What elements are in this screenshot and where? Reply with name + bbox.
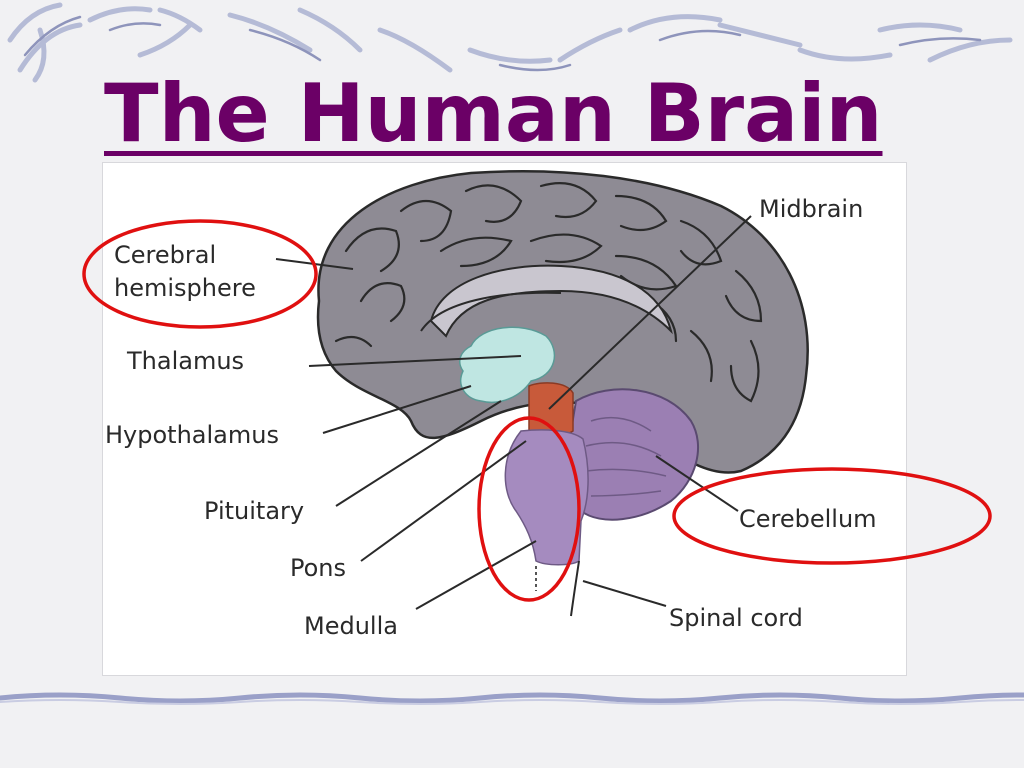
brain-diagram: Cerebral hemisphere Thalamus Hypothalamu… — [105, 170, 877, 640]
cerebrum-shape — [316, 170, 809, 474]
label-cerebellum: Cerebellum — [739, 505, 877, 533]
label-medulla: Medulla — [304, 612, 398, 640]
brain-diagram-panel: Cerebral hemisphere Thalamus Hypothalamu… — [102, 162, 907, 676]
label-thalamus: Thalamus — [126, 347, 244, 375]
label-pons: Pons — [290, 554, 346, 582]
wavy-divider — [0, 692, 1024, 705]
label-spinal-cord: Spinal cord — [669, 604, 803, 632]
label-cerebral-hemisphere-2: hemisphere — [114, 274, 256, 302]
midbrain-shape — [528, 382, 574, 438]
header-wave-decoration — [7, 2, 1013, 83]
label-midbrain: Midbrain — [759, 195, 863, 223]
cerebellum-shape — [567, 388, 700, 521]
page-title: The Human Brain — [104, 67, 883, 160]
label-pituitary: Pituitary — [204, 497, 304, 525]
brainstem-shape — [504, 429, 589, 566]
thalamus-shape — [459, 326, 556, 403]
label-cerebral-hemisphere-1: Cerebral — [114, 241, 216, 269]
label-hypothalamus: Hypothalamus — [105, 421, 279, 449]
